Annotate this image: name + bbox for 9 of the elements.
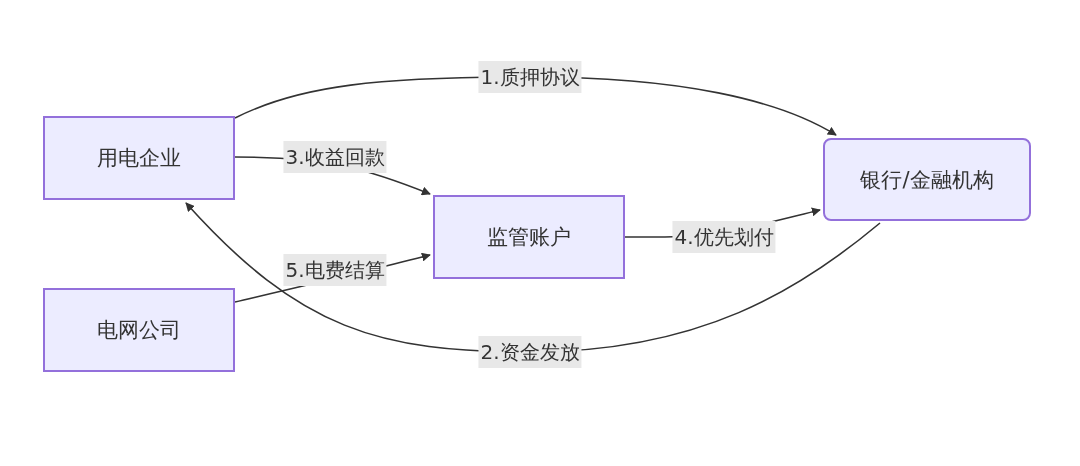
edge-label: 3.收益回款	[283, 141, 387, 173]
process-box: 监管账户	[433, 195, 625, 279]
process-box: 银行/金融机构	[823, 138, 1031, 221]
edge-label: 4.优先划付	[672, 221, 776, 253]
process-box: 用电企业	[43, 116, 235, 200]
edge-label: 2.资金发放	[478, 336, 582, 368]
edge-label: 1.质押协议	[478, 61, 582, 93]
edge-label: 5.电费结算	[283, 254, 387, 286]
process-box: 电网公司	[43, 288, 235, 372]
